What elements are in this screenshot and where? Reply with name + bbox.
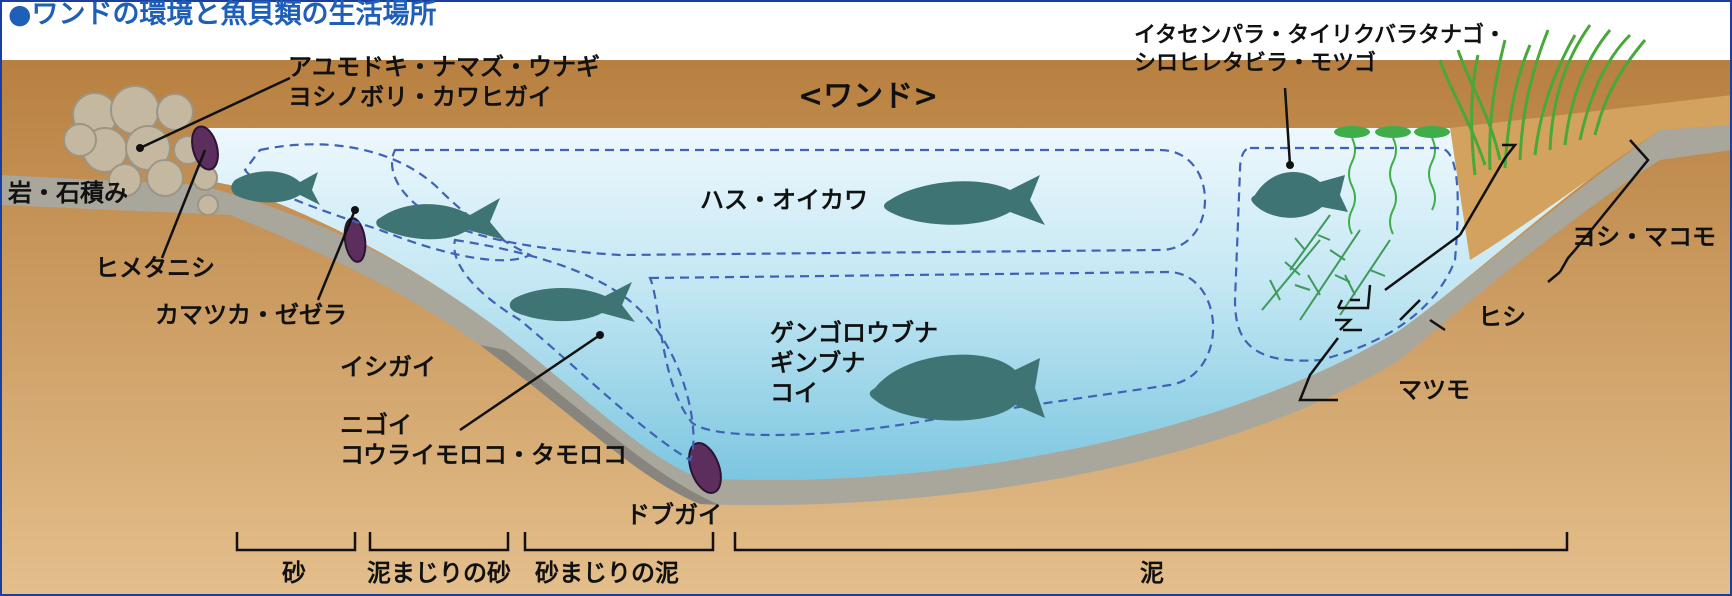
zone-nigoi — [453, 238, 695, 462]
fish-rock — [231, 171, 320, 205]
kamatsuka-label: カマツカ・ゼゼラ — [155, 301, 347, 329]
wando-label: <ワンド> — [798, 79, 939, 114]
substrate-brackets — [235, 532, 1569, 552]
substrate-sandy-mud-label: 砂まじりの泥 — [535, 559, 679, 587]
bank-layer — [0, 125, 1732, 506]
zone-funa — [648, 270, 1215, 437]
dobugai-label: ドブガイ — [626, 501, 722, 529]
funa-label: ゲンゴロウブナ ギンブナ コイ — [770, 319, 938, 407]
reed-grass-icon — [1438, 24, 1647, 176]
rock-fish-label: アユモドキ・ナマズ・ウナギ ヨシノボリ・カワヒガイ — [288, 53, 600, 111]
pointer-lines — [139, 76, 1518, 432]
water-plant-icon — [1261, 214, 1391, 321]
fish-tanago — [1251, 172, 1348, 218]
fish-nigoi — [509, 282, 635, 322]
bank-shadow — [480, 345, 720, 505]
ishigai-label: イシガイ — [340, 353, 436, 381]
nigoi-label: ニゴイ コウライモロコ・タモロコ — [340, 411, 628, 469]
fish-hasu — [884, 175, 1045, 225]
fish-funa — [869, 354, 1045, 421]
diagram-title: ●ワンドの環境と魚貝類の生活場所 — [8, 0, 437, 30]
floating-leaf-icon — [1334, 126, 1450, 138]
zone-tanago — [1233, 146, 1459, 362]
mussel-shell-icon — [191, 125, 722, 494]
yoshi-label: ヨシ・マコモ — [1572, 223, 1716, 251]
matsumo-label: マツモ — [1398, 376, 1470, 404]
fish-silhouette-icon — [231, 171, 1348, 421]
substrate-mud-label: 泥 — [1140, 559, 1164, 587]
tanago-label: イタセンパラ・タイリクバラタナゴ・ シロヒレタビラ・モツゴ — [1134, 23, 1507, 76]
himetanishi-label: ヒメタニシ — [95, 254, 215, 282]
zone-hasu — [390, 148, 1206, 257]
substrate-sand-label: 砂 — [282, 559, 306, 587]
habitat-zones — [243, 143, 1459, 462]
hasu-label: ハス・オイカワ — [700, 186, 868, 214]
bank-bracket — [1429, 139, 1650, 332]
pointer-dots — [136, 144, 1294, 339]
fish-kamatsuka — [376, 198, 505, 240]
rocks-label: 岩・石積み — [8, 179, 128, 207]
hishi-label: ヒシ — [1478, 303, 1526, 331]
rock-pile-icon — [63, 85, 219, 216]
substrate-muddy-sand-label: 泥まじりの砂 — [367, 559, 511, 587]
hishi-stems — [1348, 137, 1436, 235]
